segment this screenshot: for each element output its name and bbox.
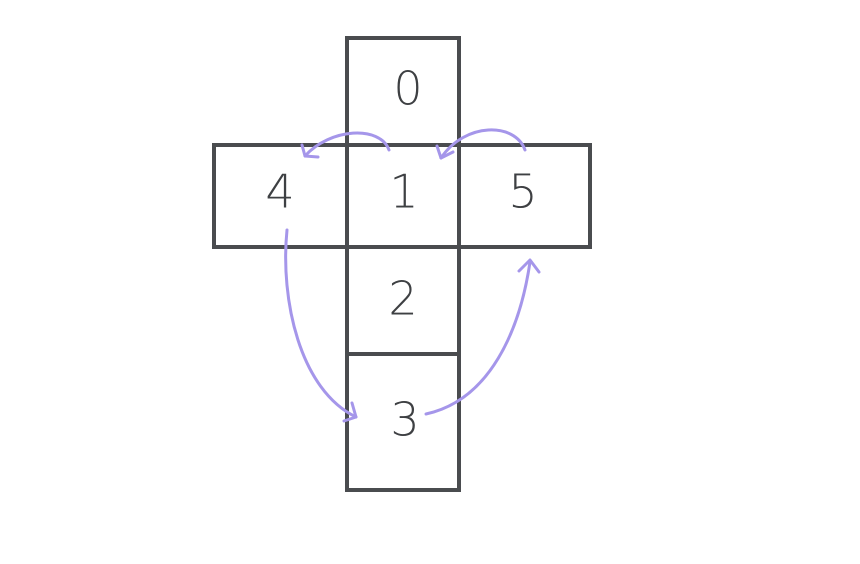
cell-5-box <box>457 143 592 249</box>
cell-3-label: 3 <box>390 393 419 447</box>
arrow-1-to-4 <box>300 131 391 159</box>
arrow-4-to-3 <box>284 228 358 423</box>
cell-3-box <box>345 352 461 492</box>
cell-0-label: 0 <box>393 62 422 116</box>
cell-2-label: 2 <box>388 272 417 326</box>
cube-net-outline <box>212 36 592 492</box>
cell-1-label: 1 <box>389 165 418 219</box>
cell-labels: 0 1 2 3 4 5 <box>265 62 537 447</box>
cell-5-label: 5 <box>508 165 537 219</box>
arrows-group <box>284 128 541 423</box>
cell-4-label: 4 <box>265 165 294 219</box>
arrow-5-to-1 <box>435 128 527 160</box>
arrow-3-to-5 <box>424 258 541 416</box>
